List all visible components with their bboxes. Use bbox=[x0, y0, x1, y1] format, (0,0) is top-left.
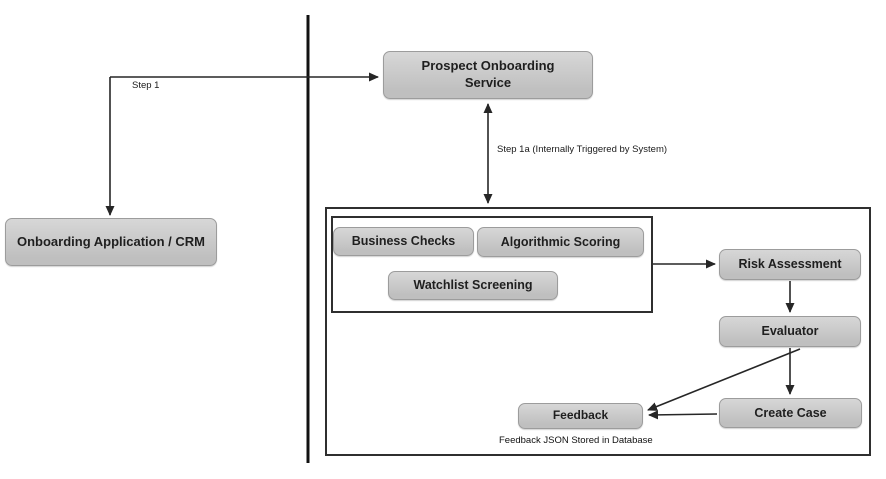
feedback-storage-caption: Feedback JSON Stored in Database bbox=[499, 435, 653, 446]
node-label: Algorithmic Scoring bbox=[500, 234, 621, 249]
node-label: Watchlist Screening bbox=[413, 278, 533, 293]
node-risk-assessment: Risk Assessment bbox=[719, 249, 861, 280]
node-business-checks: Business Checks bbox=[333, 227, 474, 256]
node-label: Prospect Onboarding Service bbox=[421, 58, 555, 90]
node-label: Onboarding Application / CRM bbox=[16, 233, 205, 249]
node-feedback: Feedback bbox=[518, 403, 643, 429]
scoring-service-container bbox=[325, 207, 871, 456]
checks-group-container bbox=[331, 216, 653, 313]
edge-label-step1: Step 1 bbox=[132, 80, 160, 91]
node-watchlist-screening: Watchlist Screening bbox=[388, 271, 558, 300]
node-create-case: Create Case bbox=[719, 398, 862, 428]
node-onboarding-application-crm: Onboarding Application / CRM bbox=[5, 218, 217, 266]
node-label: Business Checks bbox=[351, 234, 456, 249]
node-prospect-onboarding-service: Prospect Onboarding Service bbox=[383, 51, 593, 99]
node-label: Create Case bbox=[754, 405, 827, 420]
edge-label-step1a: Step 1a (Internally Triggered by System) bbox=[497, 144, 668, 155]
node-algorithmic-scoring: Algorithmic Scoring bbox=[477, 227, 644, 257]
node-label: Evaluator bbox=[761, 324, 819, 339]
node-label: Risk Assessment bbox=[738, 257, 842, 272]
node-label: Feedback bbox=[552, 408, 609, 423]
node-evaluator: Evaluator bbox=[719, 316, 861, 347]
